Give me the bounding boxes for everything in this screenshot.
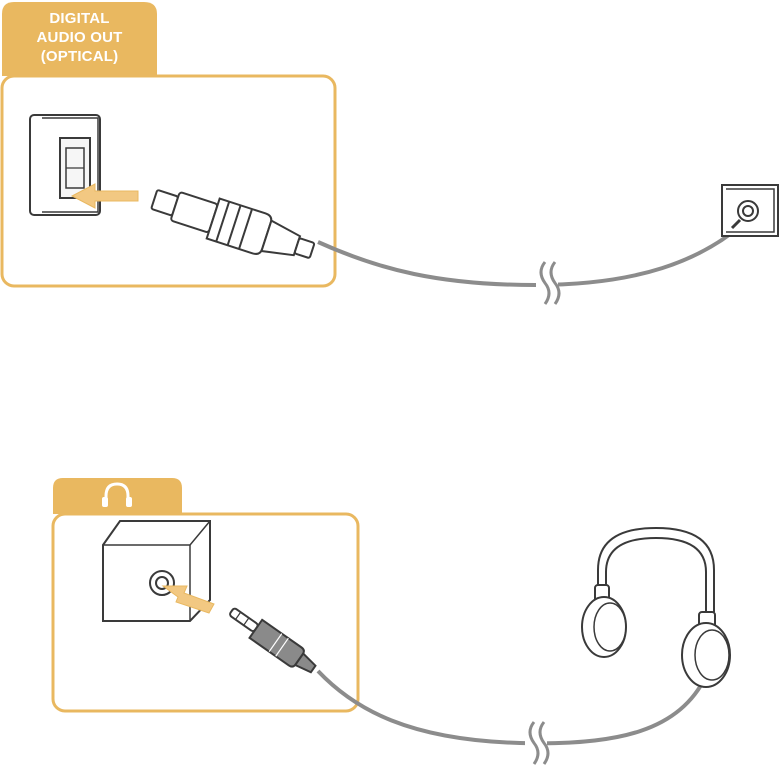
headphone-cable [318,671,706,743]
optical-tab-label-line-1: DIGITAL [2,9,157,28]
optical-tab-label: DIGITAL AUDIO OUT (OPTICAL) [2,9,157,66]
optical-cable [318,225,742,285]
optical-tab-label-line-2: AUDIO OUT [2,28,157,47]
headphone-cable-break [525,722,548,764]
headphones-icon [582,528,730,687]
optical-tab-label-line-3: (OPTICAL) [2,47,157,66]
wall-jack-icon [722,185,778,236]
optical-cable-break [536,262,559,304]
